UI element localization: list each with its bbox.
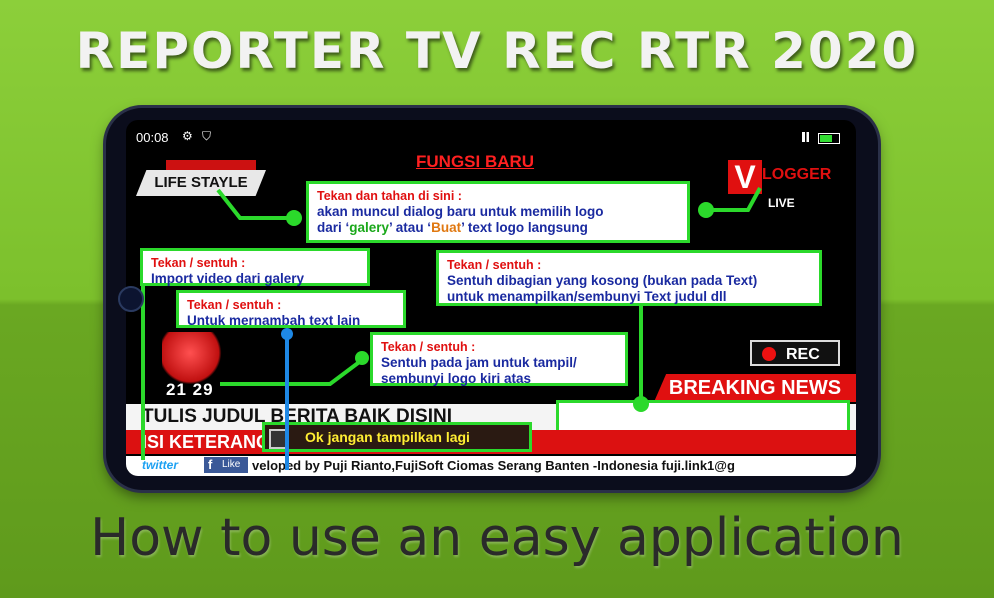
facebook-like-icon: Like bbox=[204, 457, 248, 473]
ticker-bar bbox=[126, 456, 856, 476]
callout-logo-line1: akan muncul dialog baru untuk memilih lo… bbox=[317, 204, 604, 219]
callout-clock-heading: Tekan / sentuh : bbox=[381, 340, 476, 354]
callout-add-text: Tekan / sentuh : Untuk mernambah text la… bbox=[176, 290, 406, 328]
vlogger-logo-icon[interactable]: V bbox=[728, 160, 762, 194]
rec-button[interactable]: REC bbox=[750, 340, 840, 366]
callout-clock: Tekan / sentuh : Sentuh pada jam untuk t… bbox=[370, 332, 628, 386]
callout-import-heading: Tekan / sentuh : bbox=[151, 256, 246, 270]
record-dot-icon bbox=[762, 347, 776, 361]
lifestyle-label[interactable]: LIFE STAYLE bbox=[136, 170, 266, 196]
callout-add-text-body: Untuk mernambah text lain bbox=[187, 313, 361, 328]
facebook-like-label: Like bbox=[222, 459, 241, 470]
signal-icon bbox=[802, 132, 812, 142]
callout-empty-area-line1: Sentuh dibagian yang kosong (bukan pada … bbox=[447, 273, 758, 288]
buat-highlight: Buat bbox=[431, 220, 462, 235]
front-camera-icon bbox=[118, 286, 144, 312]
callout-logo-heading: Tekan dan tahan di sini : bbox=[317, 189, 462, 203]
headline-text[interactable]: TULIS JUDUL BERITA BAIK DISINI bbox=[142, 406, 452, 427]
callout-import: Tekan / sentuh : Import video dari galer… bbox=[140, 248, 370, 286]
breaking-news-banner: BREAKING NEWS bbox=[654, 374, 856, 402]
galery-highlight: galery bbox=[349, 220, 390, 235]
empty-area-highlight[interactable] bbox=[556, 400, 850, 434]
callout-empty-area: Tekan / sentuh : Sentuh dibagian yang ko… bbox=[436, 250, 822, 306]
section-header: FUNGSI BARU bbox=[416, 152, 535, 171]
clock-display[interactable]: 21 29 bbox=[166, 380, 214, 399]
dont-show-again-option[interactable]: Ok jangan tampilkan lagi bbox=[262, 422, 532, 452]
callout-logo: Tekan dan tahan di sini : akan muncul di… bbox=[306, 181, 690, 243]
callout-empty-area-heading: Tekan / sentuh : bbox=[447, 258, 542, 272]
banner-subtitle: How to use an easy application bbox=[90, 508, 904, 568]
callout-import-body: Import video dari galery bbox=[151, 271, 305, 286]
callout-clock-line1: Sentuh pada jam untuk tampil/ bbox=[381, 355, 577, 370]
live-label: LIVE bbox=[768, 196, 795, 210]
battery-icon bbox=[818, 133, 840, 144]
notification-icon: ⚙ bbox=[182, 129, 193, 143]
rec-label: REC bbox=[786, 346, 820, 363]
globe-icon bbox=[162, 332, 232, 384]
banner-title: REPORTER TV REC RTR 2020 bbox=[75, 22, 919, 80]
status-time: 00:08 bbox=[136, 130, 169, 145]
callout-logo-line2-post: ’ text logo langsung bbox=[461, 220, 588, 235]
callout-logo-line2-pre: dari ‘ bbox=[317, 220, 350, 235]
dont-show-again-label: Ok jangan tampilkan lagi bbox=[305, 429, 470, 445]
twitter-icon: twitter bbox=[142, 458, 178, 472]
callout-clock-line2: sembunyi logo kiri atas bbox=[381, 371, 532, 386]
lifestyle-accent bbox=[166, 160, 256, 170]
vlogger-logo-text: LOGGER bbox=[762, 166, 832, 183]
callout-logo-line2-mid: ’ atau ‘ bbox=[389, 220, 432, 235]
ticker-text: veloped by Puji Rianto,FujiSoft Ciomas S… bbox=[252, 458, 735, 473]
callout-add-text-heading: Tekan / sentuh : bbox=[187, 298, 282, 312]
callout-empty-area-line2: untuk menampilkan/sembunyi Text judul dl… bbox=[447, 289, 727, 304]
callout-logo-line2: dari ‘galery’ atau ‘Buat’ text logo lang… bbox=[317, 220, 679, 236]
checkbox[interactable] bbox=[269, 429, 289, 449]
shield-icon: ⛉ bbox=[202, 129, 212, 143]
